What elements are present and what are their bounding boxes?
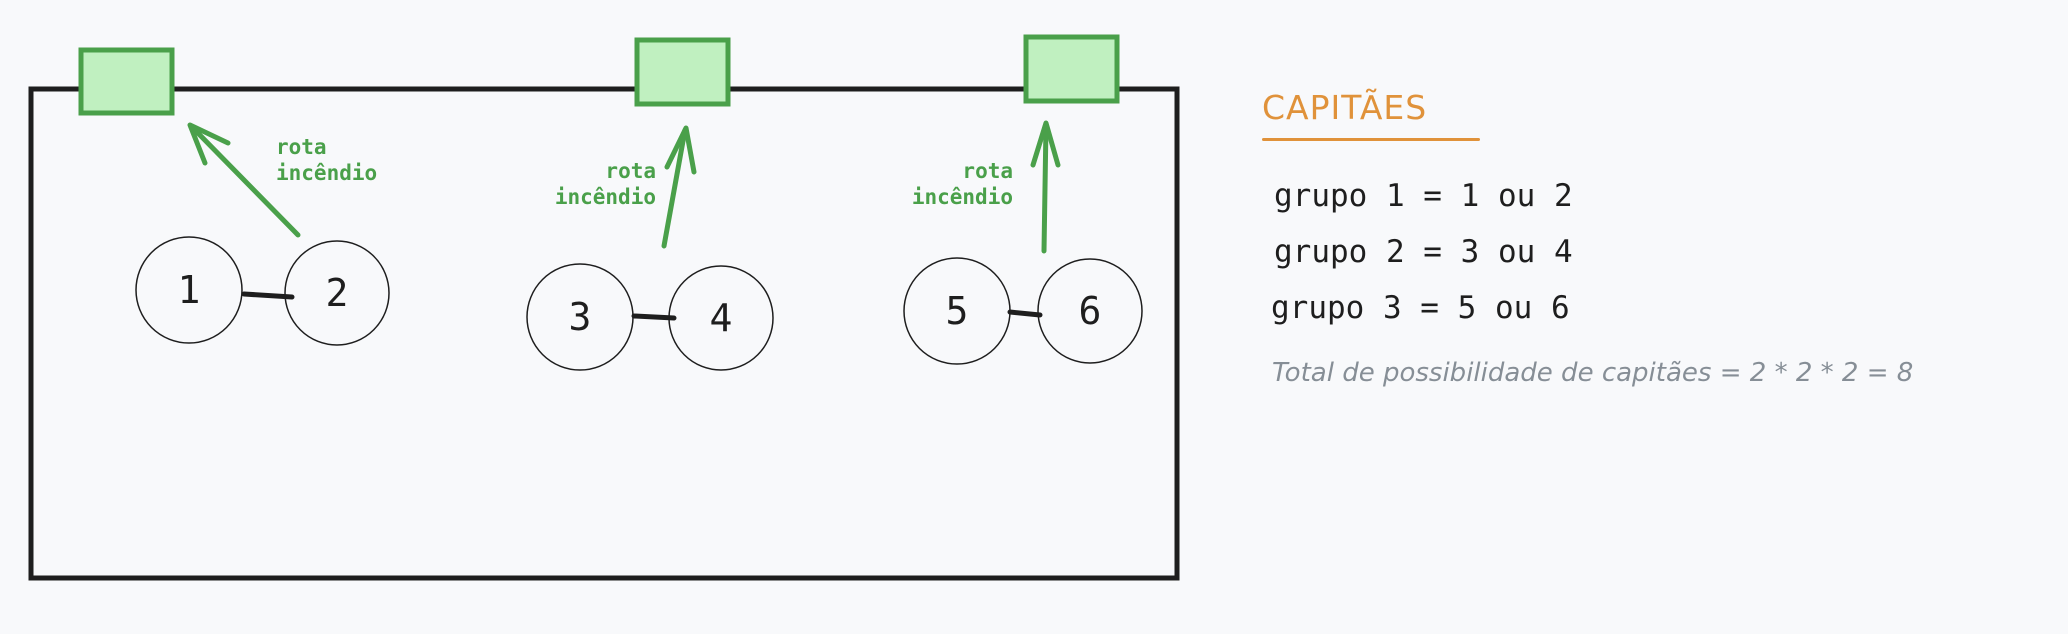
person-node-4 (668, 265, 774, 371)
captains-title: CAPITÃES (1262, 88, 1428, 127)
route-arrow-3 (1030, 120, 1061, 254)
route-label-2-line2: incêndio (555, 185, 656, 209)
person-number-2: 2 (326, 271, 349, 315)
exit-door-3 (1023, 34, 1120, 104)
title-underline (1262, 138, 1480, 141)
person-number-5: 5 (946, 289, 969, 333)
route-label-1-line1: rota (276, 135, 327, 159)
room-outline (28, 86, 1180, 581)
total-possibilities: Total de possibilidade de capitães = 2 *… (1272, 358, 1914, 388)
route-label-1-line2: incêndio (276, 161, 377, 185)
group-line-3: grupo 3 = 5 ou 6 (1271, 290, 1570, 326)
person-node-6 (1037, 258, 1143, 364)
evacuation-diagram: rota incêndio rota incêndio rota incêndi… (28, 34, 1180, 581)
person-number-4: 4 (710, 296, 733, 340)
route-label-3-line1: rota (962, 159, 1013, 183)
person-number-3: 3 (569, 295, 592, 339)
person-node-2 (284, 240, 390, 346)
route-label-2-line1: rota (605, 159, 656, 183)
route-label-3-line2: incêndio (912, 185, 1013, 209)
group-line-1: grupo 1 = 1 ou 2 (1274, 178, 1573, 214)
person-node-1 (135, 236, 243, 344)
person-node-5 (903, 257, 1011, 365)
exit-door-1 (78, 47, 175, 116)
person-node-3 (526, 263, 634, 371)
route-arrow-1 (187, 122, 301, 238)
pair-link-3 (1007, 309, 1043, 318)
pair-link-2 (631, 313, 677, 321)
route-arrow-2 (661, 125, 697, 249)
person-number-6: 6 (1079, 289, 1102, 333)
group-line-2: grupo 2 = 3 ou 4 (1274, 234, 1573, 270)
pair-link-1 (241, 291, 295, 300)
person-number-1: 1 (178, 268, 201, 312)
exit-door-2 (634, 37, 731, 107)
